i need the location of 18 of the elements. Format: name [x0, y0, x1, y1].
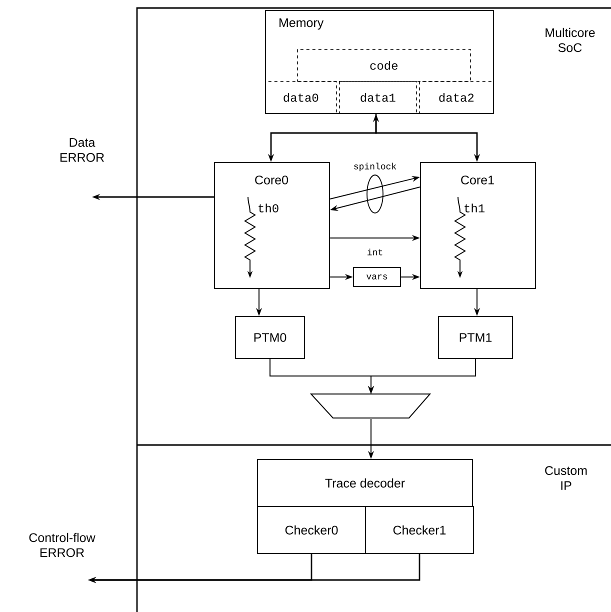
memory-region: data2 — [419, 81, 494, 114]
region-label: Data ERROR — [60, 138, 104, 162]
core-box: Core1 th1 — [420, 162, 536, 289]
memory-region: code — [297, 49, 471, 82]
memory-region: data0 — [265, 81, 337, 114]
memory-region: data1 — [339, 81, 417, 114]
region-label: Custom IP — [545, 466, 587, 490]
region-label: Control-flow ERROR — [29, 532, 96, 558]
core-box: Core0 th0 — [214, 162, 330, 289]
variable-box: vars — [353, 267, 401, 287]
checker-box: Checker1 — [365, 506, 474, 554]
edge-label: int — [368, 248, 382, 256]
region-label: Multicore SoC — [546, 28, 595, 52]
edge-label: spinlock — [354, 162, 396, 172]
decoder-box: Trace decoder — [257, 459, 473, 507]
ptm-box: PTM0 — [235, 316, 305, 359]
checker-box: Checker0 — [257, 506, 366, 554]
ptm-box: PTM1 — [438, 316, 513, 359]
